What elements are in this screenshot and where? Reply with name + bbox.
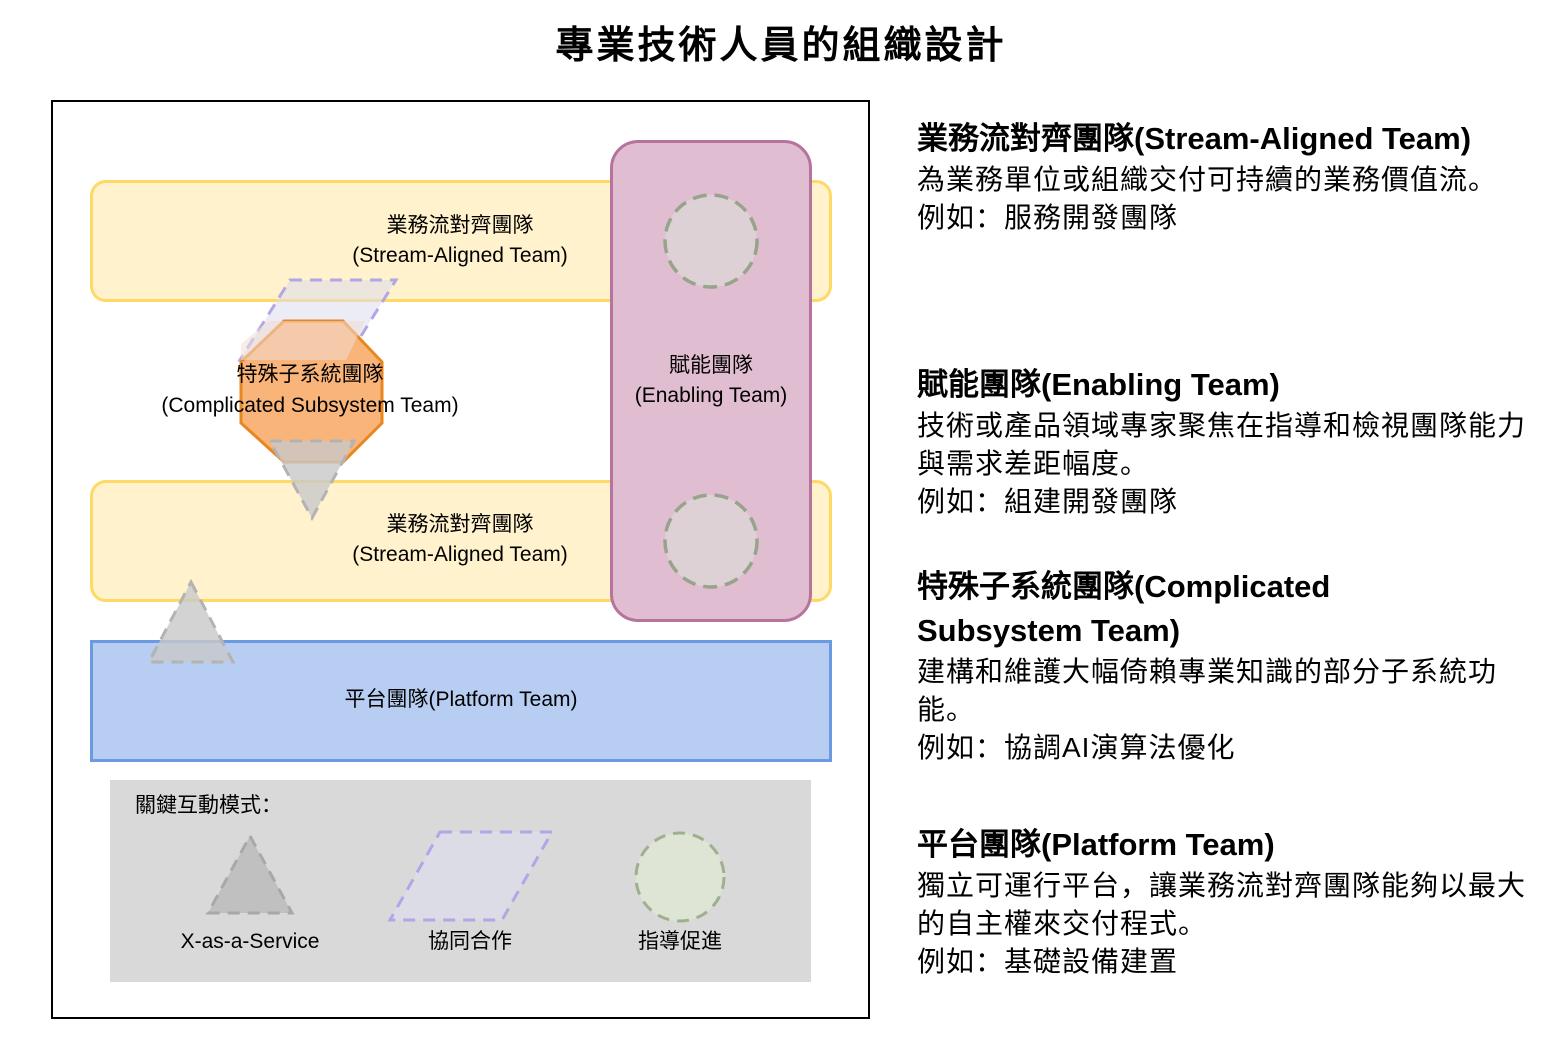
section-title: 業務流對齊團隊(Stream-Aligned Team) bbox=[917, 121, 1472, 156]
complicated-label-1: 特殊子系統團隊 bbox=[236, 363, 384, 386]
section-description: 為業務單位或組織交付可持續的業務價值流。 bbox=[917, 164, 1498, 195]
section-description: 獨立可運行平台，讓業務流對齊團隊能夠以最大的自主權來交付程式。 bbox=[917, 870, 1527, 939]
stream-top-label-1: 業務流對齊團隊 bbox=[386, 214, 534, 237]
section-example: 例如：基礎設備建置 bbox=[917, 946, 1179, 977]
facilitating-circle-top-icon bbox=[663, 193, 759, 289]
stream-top-label-2: (Stream-Aligned Team) bbox=[352, 244, 568, 267]
section-title: 平台團隊(Platform Team) bbox=[917, 827, 1275, 862]
legend-label-facilitating: 指導促進 bbox=[638, 930, 722, 953]
section-title: 賦能團隊(Enabling Team) bbox=[917, 367, 1280, 402]
section-title: 特殊子系統團隊(Complicated Subsystem Team) bbox=[917, 569, 1331, 648]
sidebar-section-platform: 平台團隊(Platform Team) 獨立可運行平台，讓業務流對齊團隊能夠以最… bbox=[917, 823, 1537, 981]
section-description: 建構和維護大幅倚賴專業知識的部分子系統功能。 bbox=[917, 656, 1498, 725]
diagram-frame bbox=[51, 100, 870, 1019]
stream-bottom-label-2: (Stream-Aligned Team) bbox=[352, 543, 568, 566]
section-example: 例如：服務開發團隊 bbox=[917, 202, 1179, 233]
xaas-triangle-down-icon bbox=[267, 439, 357, 522]
legend-heading: 關鍵互動模式： bbox=[135, 794, 282, 817]
legend-parallelogram-icon bbox=[387, 830, 555, 922]
section-example: 例如：協調AI演算法優化 bbox=[917, 732, 1236, 763]
facilitating-circle-bottom-icon bbox=[663, 493, 759, 589]
xaas-triangle-up-icon bbox=[146, 578, 236, 664]
enabling-label-2: (Enabling Team) bbox=[634, 384, 788, 407]
legend-label-xaas: X-as-a-Service bbox=[180, 930, 320, 953]
page-title: 專業技術人員的組織設計 bbox=[555, 23, 1007, 67]
legend-label-collaboration: 協同合作 bbox=[428, 930, 512, 953]
stream-bottom-label-1: 業務流對齊團隊 bbox=[386, 513, 534, 536]
sidebar-section-complicated: 特殊子系統團隊(Complicated Subsystem Team) 建構和維… bbox=[917, 565, 1537, 767]
sidebar-section-stream-aligned: 業務流對齊團隊(Stream-Aligned Team) 為業務單位或組織交付可… bbox=[917, 117, 1537, 237]
enabling-label-1: 賦能團隊 bbox=[669, 354, 753, 377]
legend-triangle-icon bbox=[205, 832, 295, 915]
legend-circle-icon bbox=[634, 831, 726, 923]
section-example: 例如：組建開發團隊 bbox=[917, 486, 1179, 517]
complicated-label-2: (Complicated Subsystem Team) bbox=[161, 394, 459, 417]
section-description: 技術或產品領域專家聚焦在指導和檢視團隊能力與需求差距幅度。 bbox=[917, 410, 1527, 479]
platform-label: 平台團隊(Platform Team) bbox=[344, 688, 578, 711]
sidebar-section-enabling: 賦能團隊(Enabling Team) 技術或產品領域專家聚焦在指導和檢視團隊能… bbox=[917, 363, 1537, 521]
